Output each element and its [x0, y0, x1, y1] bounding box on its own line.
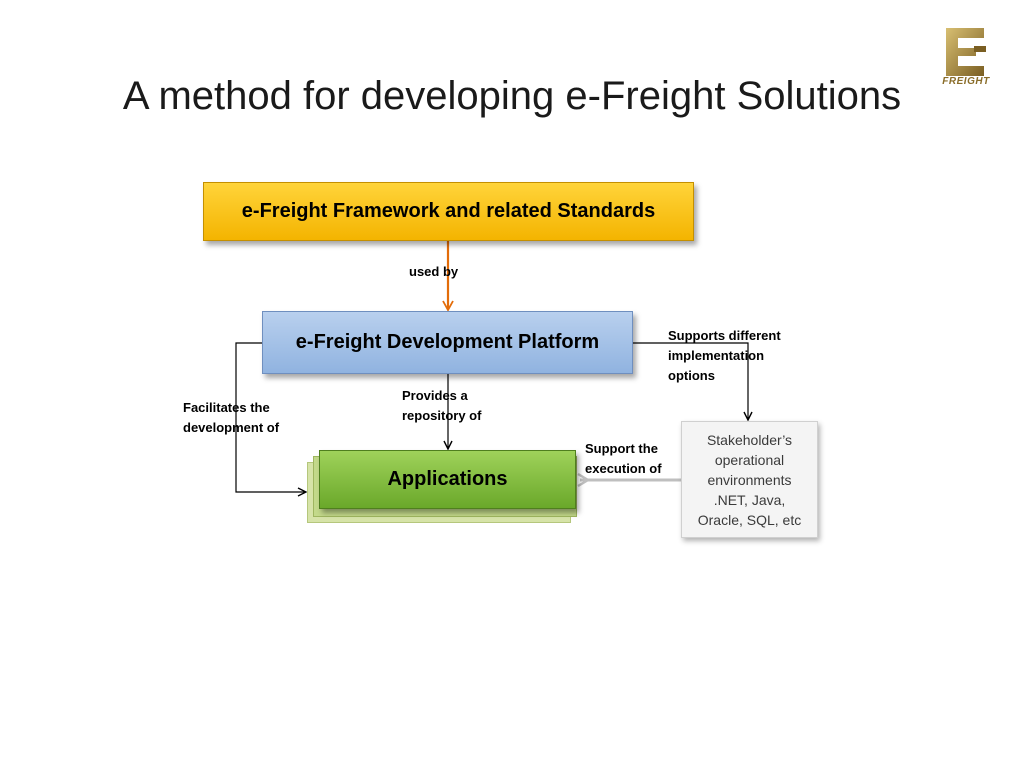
used-by-label: used by: [409, 264, 459, 279]
e-freight-logo: [946, 28, 986, 76]
stakeholder-line: .NET, Java,: [713, 491, 786, 508]
label-line: repository of: [402, 408, 482, 423]
applications-node: Applications: [319, 450, 576, 509]
label-line: Supports different: [668, 328, 781, 343]
label-line: Provides a: [402, 388, 468, 403]
stakeholder-line: Stakeholder’s: [706, 431, 793, 448]
facilitates-development-label: Facilitates the development of: [183, 398, 313, 438]
stakeholder-line: Oracle, SQL, etc: [697, 511, 802, 528]
logo-text: FREIGHT: [942, 76, 990, 87]
label-line: execution of: [585, 461, 662, 476]
stakeholder-node: Stakeholder’s operational environments .…: [681, 421, 818, 538]
slide-title: A method for developing e-Freight Soluti…: [122, 74, 902, 118]
framework-node: e-Freight Framework and related Standard…: [203, 182, 694, 241]
stakeholder-line: operational: [714, 451, 785, 468]
label-line: Facilitates the: [183, 400, 270, 415]
support-execution-label: Support the execution of: [585, 439, 685, 479]
label-line: implementation: [668, 348, 765, 363]
stakeholder-line: environments: [707, 471, 792, 488]
label-line: development of: [183, 420, 280, 435]
supports-options-label: Supports different implementation option…: [668, 326, 818, 386]
provides-repository-label: Provides a repository of: [402, 386, 512, 426]
label-line: options: [668, 368, 715, 383]
label-line: Support the: [585, 441, 658, 456]
platform-node: e-Freight Development Platform: [262, 311, 633, 374]
